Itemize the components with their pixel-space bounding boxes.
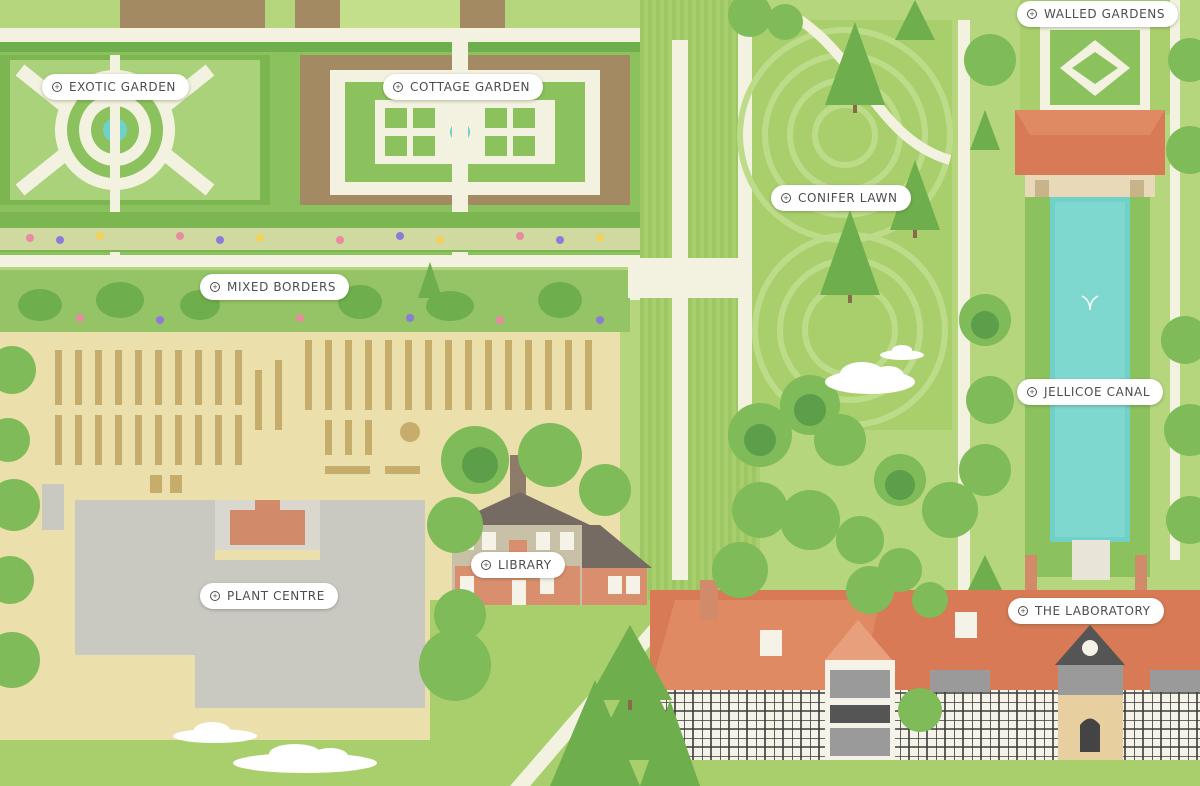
clouds	[173, 345, 924, 773]
right-path	[958, 20, 970, 720]
label-exotic-garden-text: EXOTIC GARDEN	[69, 80, 176, 94]
label-walled-gardens-text: WALLED GARDENS	[1044, 7, 1166, 21]
label-library[interactable]: + LIBRARY	[471, 552, 565, 578]
top-plots	[120, 0, 265, 28]
formal-garden-hedge	[0, 40, 640, 52]
label-conifer-lawn[interactable]: + CONIFER LAWN	[771, 185, 911, 211]
top-plots-2	[295, 0, 340, 28]
location-pin-icon: +	[393, 82, 403, 92]
path-crossing	[628, 258, 753, 298]
location-pin-icon: +	[210, 282, 220, 292]
right-path-2	[1170, 0, 1180, 560]
label-plant-centre-text: PLANT CENTRE	[227, 589, 325, 603]
path-top	[0, 28, 700, 42]
location-pin-icon: +	[1027, 387, 1037, 397]
conifer-trees	[418, 0, 1002, 786]
label-conifer-lawn-text: CONIFER LAWN	[798, 191, 898, 205]
path-mid	[0, 255, 760, 267]
top-lawn-round	[340, 0, 460, 28]
label-mixed-borders[interactable]: + MIXED BORDERS	[200, 274, 350, 300]
flower-borders-top	[0, 212, 640, 252]
label-mixed-borders-text: MIXED BORDERS	[227, 280, 337, 294]
label-cottage-garden-text: COTTAGE GARDEN	[410, 80, 531, 94]
path-central-vert-2	[738, 0, 752, 440]
location-pin-icon: +	[781, 193, 791, 203]
label-the-laboratory[interactable]: + THE LABORATORY	[1008, 598, 1164, 624]
pavilion	[1015, 110, 1165, 197]
location-pin-icon: +	[1018, 606, 1028, 616]
nursery-rows	[55, 340, 592, 493]
location-pin-icon: +	[1027, 9, 1037, 19]
location-pin-icon: +	[52, 82, 62, 92]
location-pin-icon: +	[210, 591, 220, 601]
label-jellicoe-canal[interactable]: + JELLICOE CANAL	[1017, 379, 1164, 405]
label-walled-gardens[interactable]: + WALLED GARDENS	[1017, 1, 1179, 27]
label-library-text: LIBRARY	[498, 558, 552, 572]
tree-trunks	[628, 105, 917, 710]
path-central-vert	[672, 40, 688, 580]
label-cottage-garden[interactable]: + COTTAGE GARDEN	[383, 74, 544, 100]
label-exotic-garden[interactable]: + EXOTIC GARDEN	[42, 74, 189, 100]
top-plots-3	[460, 0, 505, 28]
label-plant-centre[interactable]: + PLANT CENTRE	[200, 583, 338, 609]
label-jellicoe-canal-text: JELLICOE CANAL	[1044, 385, 1151, 399]
deciduous-trees	[0, 0, 1200, 732]
label-the-laboratory-text: THE LABORATORY	[1035, 604, 1151, 618]
mixed-borders-area	[0, 270, 630, 332]
location-pin-icon: +	[481, 560, 491, 570]
